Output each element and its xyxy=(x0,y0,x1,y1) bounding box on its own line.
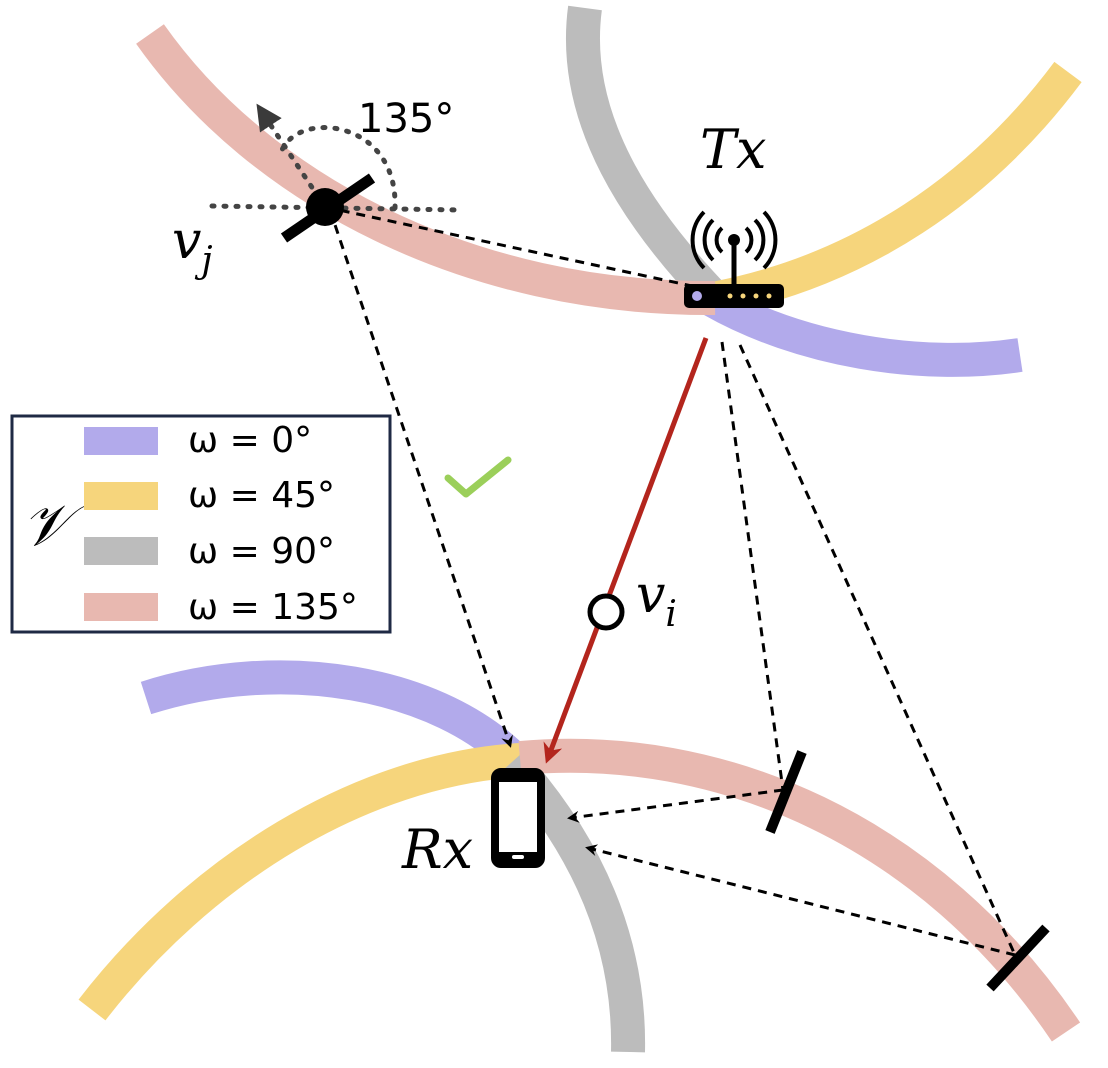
dashed-paths xyxy=(324,205,1017,957)
angle-arc xyxy=(279,125,398,211)
legend-label-0: ω = 0° xyxy=(188,420,312,461)
rotation-indicator: 135° xyxy=(209,96,463,213)
legend-swatch-2 xyxy=(84,537,158,565)
legend-label-3: ω = 135° xyxy=(188,587,358,628)
legend: 𝒱 ω = 0° ω = 45° ω = 90° ω = 135° xyxy=(10,414,392,634)
path-reflector1-rx xyxy=(567,788,784,823)
arc-pink-top xyxy=(136,24,716,316)
legend-swatch-3 xyxy=(84,593,158,621)
rx-label: Rx xyxy=(401,818,473,881)
reflector-2 xyxy=(986,924,1050,992)
legend-label-2: ω = 90° xyxy=(188,531,335,572)
arc-yellow-top xyxy=(714,61,1082,315)
reflector-1 xyxy=(765,750,807,834)
vj-dot xyxy=(306,188,344,226)
path-tx-vj xyxy=(324,205,693,288)
arc-gray-top xyxy=(565,5,728,310)
arc-purple-top xyxy=(703,285,1023,377)
tx-label: Tx xyxy=(700,118,766,181)
vi-marker xyxy=(587,593,625,631)
smartphone-icon xyxy=(491,768,545,868)
legend-label-1: ω = 45° xyxy=(188,475,335,516)
checkmark-icon xyxy=(444,456,512,498)
vj-label: vj xyxy=(172,211,213,281)
path-tx-reflector1 xyxy=(720,341,785,791)
legend-swatch-0 xyxy=(84,427,158,455)
legend-box xyxy=(10,414,392,634)
direct-path xyxy=(543,337,709,764)
arc-yellow-bottom xyxy=(78,743,522,1021)
path-vj-rx xyxy=(328,209,513,748)
direction-dotted-line xyxy=(256,103,328,210)
arc-pink-bottom xyxy=(518,738,1081,1042)
arc-purple-bottom xyxy=(140,660,533,777)
angle-label: 135° xyxy=(358,96,454,142)
legend-swatch-1 xyxy=(84,482,158,510)
vj-reflector xyxy=(280,173,376,243)
vi-label: vi xyxy=(636,565,677,635)
wifi-router-icon xyxy=(684,210,784,308)
